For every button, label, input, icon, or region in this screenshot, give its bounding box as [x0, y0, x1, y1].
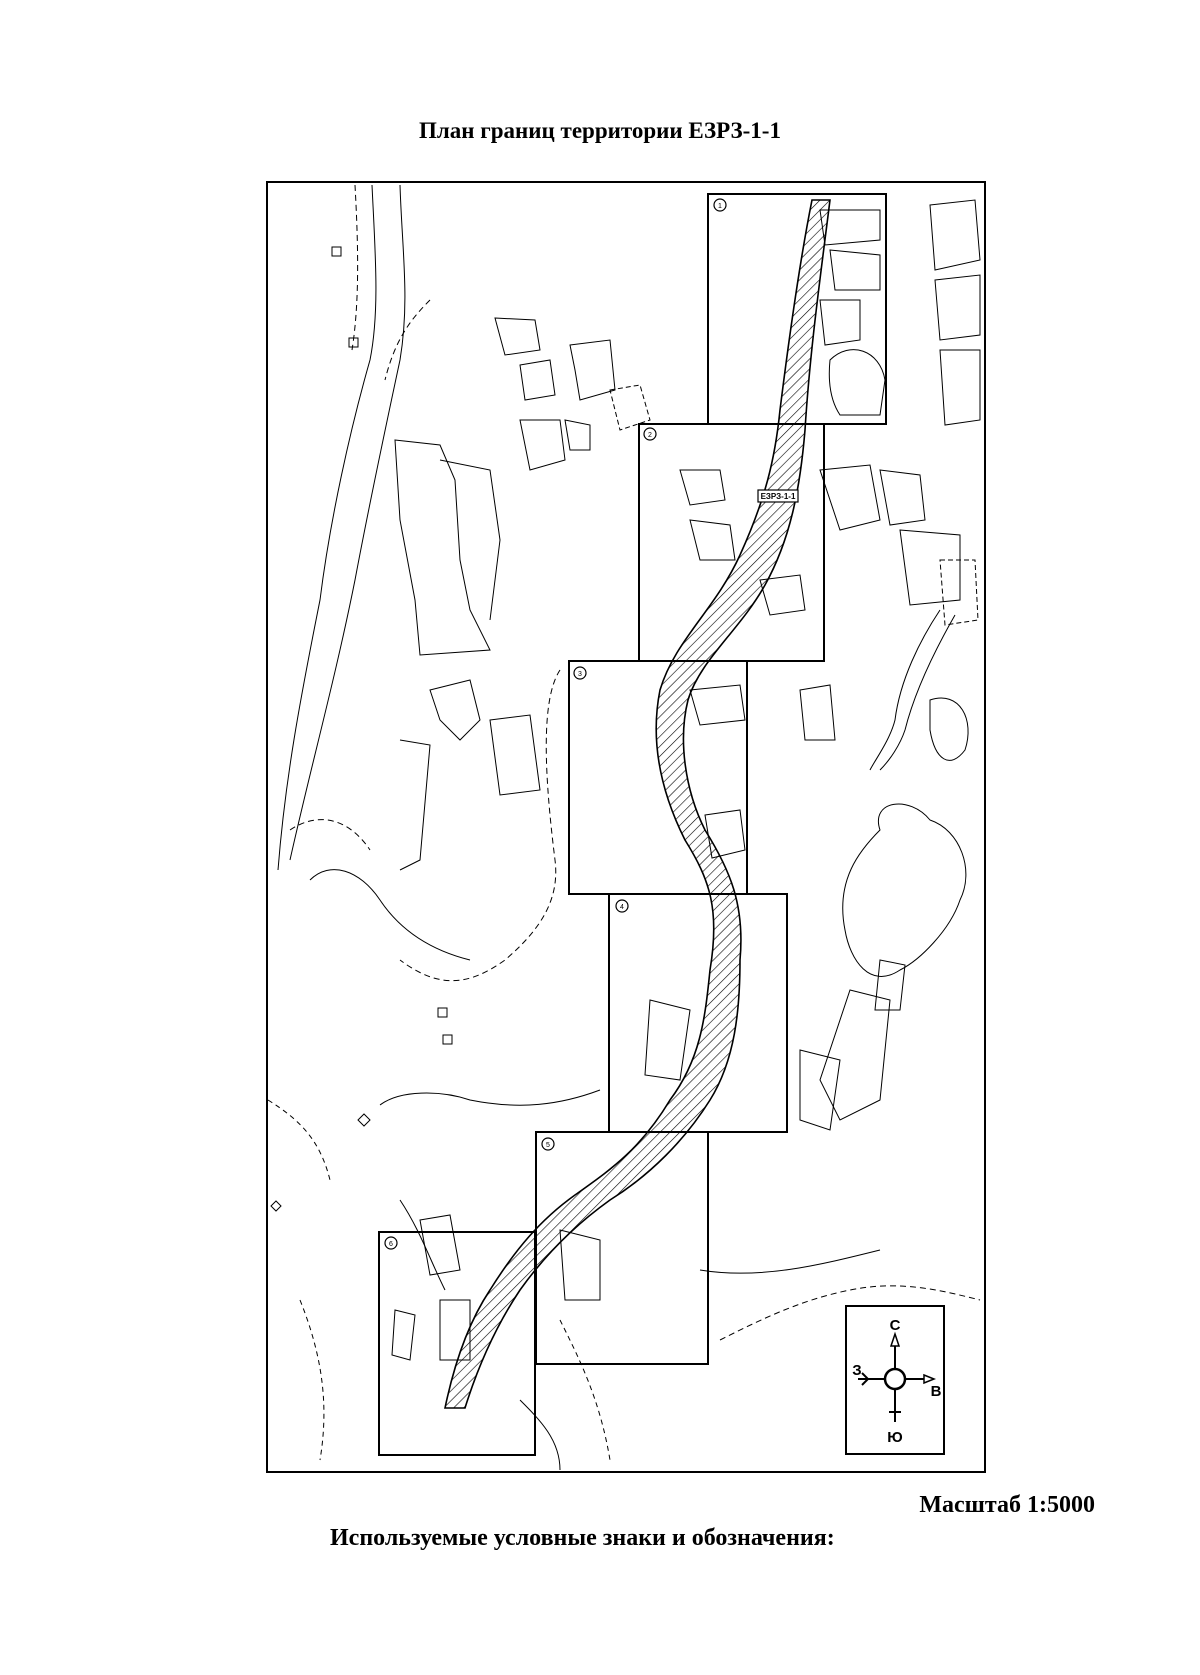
sheet-number-4: 4: [620, 904, 624, 911]
sheet-number-1: 1: [718, 203, 722, 210]
compass-east-label: В: [931, 1383, 942, 1400]
protection-zone-ezrz: [444, 199, 831, 1409]
sheet-number-2: 2: [648, 432, 652, 439]
sheet-frames: [378, 193, 887, 1456]
scale-label: Масштаб 1:5000: [919, 1492, 1095, 1518]
cadastral-linework: [267, 184, 981, 1471]
sheet-number-6: 6: [389, 1241, 393, 1248]
compass-south-label: Ю: [887, 1429, 902, 1446]
map-title: План границ территории ЕЗРЗ-1-1: [419, 118, 781, 143]
sheet-number-3: 3: [578, 671, 582, 678]
sheet-number-5: 5: [546, 1142, 550, 1149]
sheet-frame-6: [378, 1231, 536, 1456]
zone-label: ЕЗРЗ-1-1: [761, 492, 796, 501]
compass-north-label: С: [890, 1317, 901, 1334]
legend-heading: Используемые условные знаки и обозначени…: [330, 1525, 835, 1551]
compass-west-label: З: [852, 1362, 861, 1379]
map-frame: [266, 181, 986, 1473]
compass-rose: С Ю З В: [845, 1305, 945, 1455]
